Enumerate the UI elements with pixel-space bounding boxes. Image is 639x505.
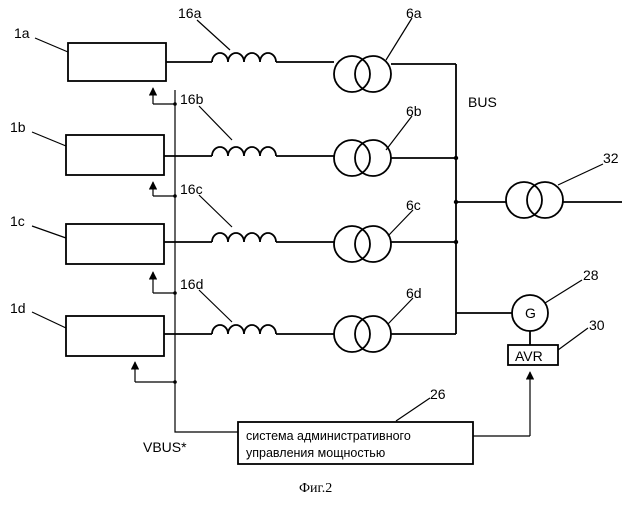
transformer-6c-secondary xyxy=(355,226,391,262)
label-30: 30 xyxy=(589,317,605,333)
inductor-coil-16a xyxy=(212,53,276,62)
converter-box-1b xyxy=(66,135,164,175)
converter-row-a xyxy=(68,43,456,104)
controller-line-1: система административного xyxy=(246,429,411,443)
converter-row-d xyxy=(66,316,456,382)
label-1c: 1c xyxy=(10,213,25,229)
label-6a: 6a xyxy=(406,5,422,21)
transformer-32-primary xyxy=(506,182,542,218)
transformer-6a-secondary xyxy=(355,56,391,92)
label-1a: 1a xyxy=(14,25,30,41)
label-6b: 6b xyxy=(406,103,422,119)
figure-caption: Фиг.2 xyxy=(299,481,332,496)
inductor-coil-16b xyxy=(212,147,276,156)
label-16c: 16c xyxy=(180,181,203,197)
converter-box-1c xyxy=(66,224,164,264)
bus-label: BUS xyxy=(468,94,497,110)
label-28: 28 xyxy=(583,267,599,283)
vbus-label: VBUS* xyxy=(143,439,187,455)
label-1b: 1b xyxy=(10,119,26,135)
label-6c: 6c xyxy=(406,197,421,213)
label-16a: 16a xyxy=(178,5,202,21)
transformer-6b-primary xyxy=(334,140,370,176)
converter-box-1a xyxy=(68,43,166,81)
transformer-6d-secondary xyxy=(355,316,391,352)
converter-row-b xyxy=(66,135,456,196)
transformer-6b-secondary xyxy=(355,140,391,176)
inductor-coil-16d xyxy=(212,325,276,334)
inductor-coil-16c xyxy=(212,233,276,242)
transformer-32-secondary xyxy=(527,182,563,218)
transformer-6a-primary xyxy=(334,56,370,92)
label-32: 32 xyxy=(603,150,619,166)
converter-row-c xyxy=(66,224,456,293)
generator-g: G xyxy=(525,305,536,321)
converter-box-1d xyxy=(66,316,164,356)
vbus-line xyxy=(175,90,238,432)
transformer-6c-primary xyxy=(334,226,370,262)
label-6d: 6d xyxy=(406,285,422,301)
label-26: 26 xyxy=(430,386,446,402)
transformer-6d-primary xyxy=(334,316,370,352)
label-16d: 16d xyxy=(180,276,203,292)
controller-line-2: управления мощностью xyxy=(246,446,385,460)
avr-text: AVR xyxy=(515,348,543,364)
label-1d: 1d xyxy=(10,300,26,316)
label-16b: 16b xyxy=(180,91,204,107)
